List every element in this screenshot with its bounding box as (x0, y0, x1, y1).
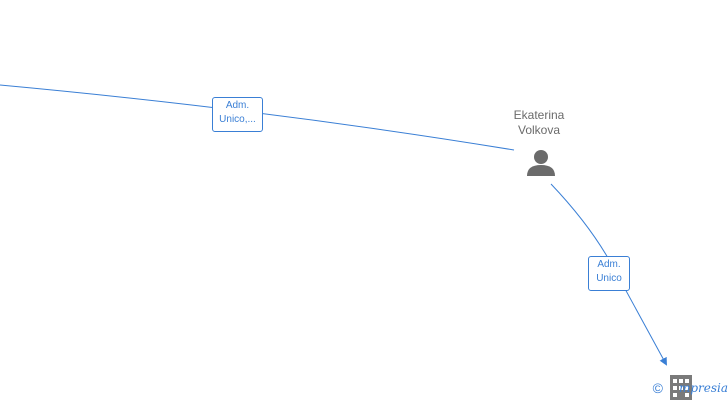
edge-line-incoming (0, 84, 515, 151)
person-name-last: Volkova (517, 123, 561, 137)
edge-label-outgoing-line2: Unico (596, 273, 622, 284)
person-name-label: Ekaterina Volkova (494, 108, 584, 138)
edge-label-outgoing[interactable]: Adm. Unico (588, 256, 630, 291)
copyright-symbol: © (652, 380, 663, 396)
person-name-first: Ekaterina (513, 108, 565, 122)
copyright-footer: © mpresia (653, 376, 728, 400)
edge-label-incoming-line1: Adm. (225, 100, 250, 111)
edge-label-outgoing-line1: Adm. (597, 259, 621, 270)
person-icon[interactable] (527, 150, 555, 176)
edge-label-incoming-line2: Unico,... (219, 114, 256, 125)
building-icon[interactable] (670, 375, 692, 400)
edge-label-incoming[interactable]: Adm. Unico,... (212, 97, 263, 132)
brand-name: mpresia (678, 381, 728, 395)
